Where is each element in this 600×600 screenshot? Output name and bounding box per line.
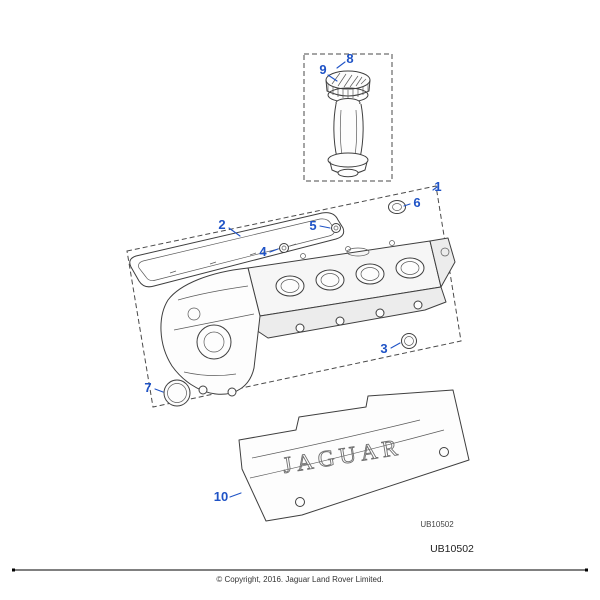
- bolt-4: [279, 243, 289, 253]
- part-code-small: UB10502: [420, 520, 454, 529]
- leader-line: [390, 342, 401, 349]
- copyright-text: © Copyright, 2016. Jaguar Land Rover Lim…: [216, 575, 383, 584]
- footer-rule-end: [12, 568, 15, 572]
- spark-plug-wells: [275, 257, 425, 297]
- callout-10[interactable]: 10: [214, 489, 228, 504]
- leader-line: [336, 61, 346, 69]
- stud: [389, 240, 395, 246]
- oil-filler-cap-assembly: [325, 70, 371, 178]
- callout-7[interactable]: 7: [144, 380, 151, 395]
- leader-line: [319, 225, 331, 229]
- grommet-6: [388, 200, 406, 214]
- oil-seal-3: [401, 333, 417, 349]
- callout-2[interactable]: 2: [218, 217, 225, 232]
- callout-5[interactable]: 5: [309, 218, 316, 233]
- end-boss: [196, 324, 232, 360]
- oil-filler-cap: [325, 70, 371, 103]
- filler-tube: [327, 98, 369, 178]
- leader-line: [269, 248, 279, 253]
- bracket-hole: [440, 247, 450, 257]
- bolt-tab: [198, 385, 208, 395]
- leader-line: [228, 227, 241, 237]
- o-ring-7: [163, 379, 191, 407]
- leader-line: [229, 492, 242, 498]
- leader-line: [327, 74, 338, 82]
- callout-4[interactable]: 4: [259, 244, 267, 259]
- stud: [300, 253, 306, 259]
- filler-cap-group-box: [303, 53, 393, 182]
- callout-1[interactable]: 1: [434, 179, 441, 194]
- cover-gasket: [129, 212, 345, 288]
- callout-9[interactable]: 9: [319, 62, 326, 77]
- end-detail: [187, 307, 201, 321]
- callouts: 1 2 3 4 5 6 7 8 9 10: [144, 51, 441, 504]
- cover-fastener-hole: [439, 447, 449, 457]
- bolt-tab: [227, 387, 237, 397]
- bolt-bosses: [295, 300, 423, 333]
- cover-fastener-hole: [295, 497, 305, 507]
- footer-rule-end: [585, 568, 588, 572]
- cover-assembly-group-box: [126, 185, 462, 408]
- part-code-large: UB10502: [430, 543, 474, 555]
- bolt-5: [331, 223, 341, 233]
- leader-line: [432, 186, 438, 191]
- cover-badge: [346, 247, 370, 257]
- leader-line: [154, 388, 164, 393]
- leader-line: [403, 203, 411, 207]
- valve-cover: [160, 237, 456, 397]
- callout-8[interactable]: 8: [346, 51, 353, 66]
- footer: © Copyright, 2016. Jaguar Land Rover Lim…: [12, 568, 588, 584]
- engine-cover: JAGUAR: [238, 389, 470, 522]
- callout-3[interactable]: 3: [380, 341, 387, 356]
- callout-6[interactable]: 6: [413, 195, 420, 210]
- end-boss-inner: [203, 331, 225, 353]
